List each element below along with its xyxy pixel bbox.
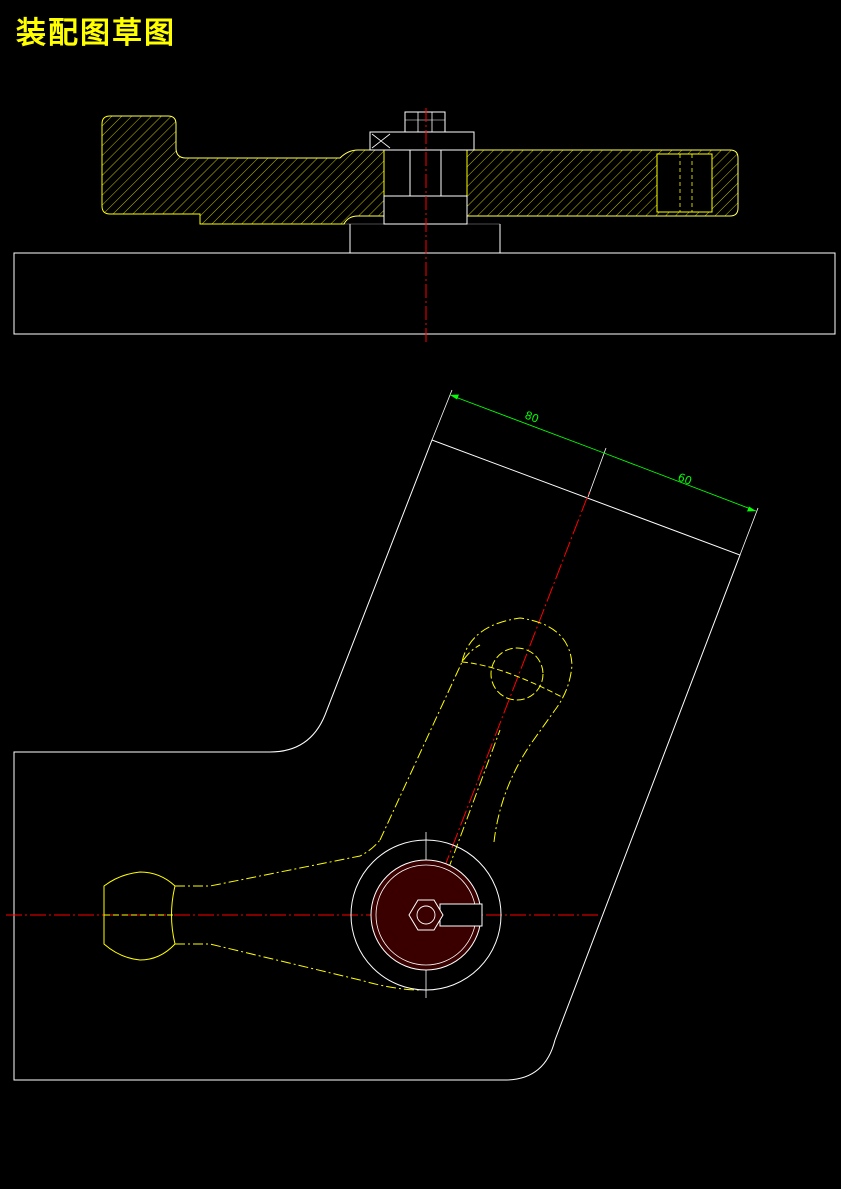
section-view	[13, 108, 836, 344]
upper-boss	[461, 617, 573, 711]
washer	[369, 131, 475, 151]
ball-knob	[103, 871, 176, 961]
dim-line-a	[449, 394, 605, 454]
lever-arm	[103, 617, 573, 991]
washer-slot	[439, 903, 483, 927]
dimension-label-b: 60	[676, 471, 694, 488]
support-block	[349, 224, 501, 253]
upper-pin	[490, 647, 544, 701]
hex-nut	[404, 111, 446, 133]
pivot-boss	[350, 839, 502, 991]
drawing-title: 装配图草图	[16, 16, 176, 51]
pivot-nut	[408, 899, 444, 931]
base-plate	[13, 252, 836, 335]
plan-view: 80 60	[6, 389, 759, 1081]
angled-centerline	[425, 489, 591, 916]
dimension-group: 80 60	[431, 389, 759, 556]
end-hole	[656, 153, 713, 213]
dim-line-b	[603, 452, 757, 512]
dimension-label-a: 80	[523, 409, 541, 426]
